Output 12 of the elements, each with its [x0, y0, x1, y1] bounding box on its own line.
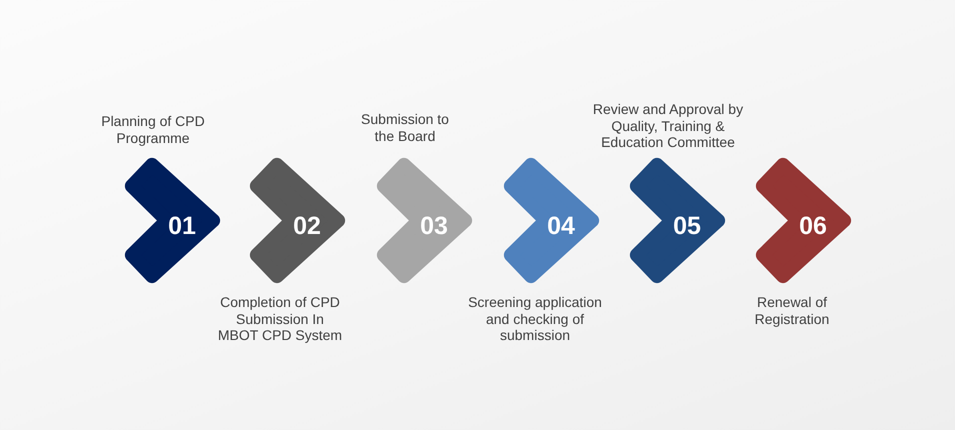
step-number: 04: [547, 212, 575, 240]
step-caption: Screening application and checking of submission: [467, 294, 603, 344]
step-caption: Completion of CPD Submission In MBOT CPD System: [216, 294, 344, 344]
step-caption: Renewal of Registration: [754, 294, 830, 327]
step-number: 03: [420, 212, 448, 240]
step-caption: Planning of CPD Programme: [100, 113, 206, 146]
step-caption: Review and Approval by Quality, Training & Education Committee: [592, 101, 744, 150]
step-number: 05: [673, 212, 701, 240]
step-number: 02: [293, 212, 321, 240]
step-caption: Submission to the Board: [360, 111, 450, 144]
step-number: 06: [799, 212, 827, 240]
step-number: 01: [168, 212, 196, 240]
